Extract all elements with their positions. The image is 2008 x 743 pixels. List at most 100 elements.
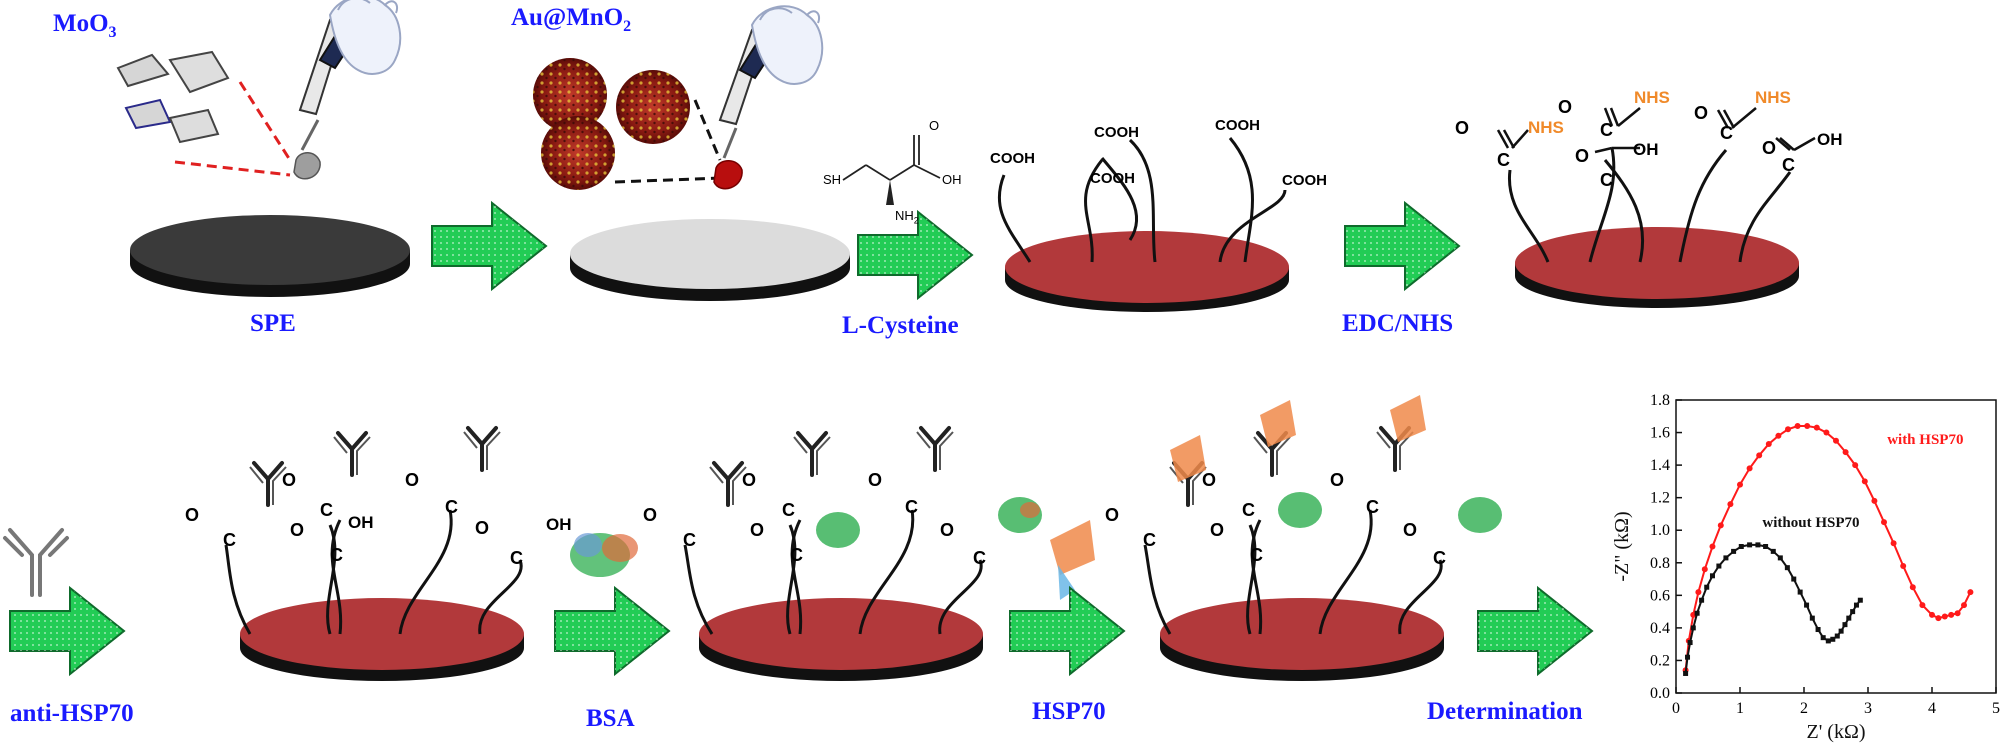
cooh-label-1: COOH (990, 150, 1035, 167)
data-point (1825, 638, 1831, 644)
data-point (1685, 654, 1691, 660)
x-tick-label: 4 (1928, 700, 1936, 717)
electrode-bsa (699, 598, 983, 681)
data-point (1842, 622, 1848, 628)
data-point (1777, 555, 1783, 561)
bsa-o-1: O (643, 505, 658, 525)
bsa-c-5: C (973, 548, 986, 568)
red-dashed-indicator (174, 81, 292, 177)
data-point (1954, 610, 1961, 617)
y-tick-label: 1.0 (1650, 522, 1670, 539)
data-point (1853, 602, 1859, 608)
nhs-c-5: C (1782, 155, 1795, 175)
cooh-label-3: COOH (1090, 170, 1135, 187)
cys-nh2-main: NH (895, 208, 914, 223)
data-point (1775, 432, 1782, 439)
cys-nh2-sub: 2 (913, 215, 919, 226)
data-point (1738, 544, 1744, 549)
label-moo3-sub: 3 (108, 24, 117, 41)
nhs-c-1: C (1497, 150, 1510, 170)
label-l-cysteine: L-Cysteine (842, 312, 959, 339)
data-point (1838, 628, 1844, 634)
data-point (1900, 563, 1907, 570)
legend-without-hsp70: without HSP70 (1762, 515, 1859, 531)
ab-o-3: O (290, 520, 305, 540)
data-point (1929, 611, 1935, 618)
l-cysteine-structure (842, 135, 941, 205)
data-point (1791, 576, 1797, 582)
data-point (1746, 465, 1753, 472)
plot-series (1682, 423, 1974, 676)
label-determination: Determination (1427, 698, 1583, 725)
electrode-antibody (240, 598, 524, 681)
data-point (1747, 542, 1753, 548)
data-point (1755, 542, 1761, 548)
data-point (1794, 423, 1801, 430)
series-1 (1683, 542, 1863, 676)
hsp-o-5: O (1403, 520, 1418, 540)
data-point (1935, 615, 1942, 622)
data-point (1834, 633, 1840, 639)
hsp-c-1: C (1143, 530, 1156, 550)
arrow-1 (431, 200, 548, 292)
pipette-1 (293, 0, 402, 180)
hsp-o-1: O (1105, 505, 1120, 525)
antibody-chains (224, 509, 523, 635)
data-point (1909, 584, 1916, 591)
electrode-cysteine (1005, 231, 1289, 312)
data-point (1941, 613, 1948, 620)
moo3-sheets (116, 50, 230, 144)
data-point (1683, 670, 1689, 676)
pipette-2 (713, 5, 824, 190)
hsp-c-4: C (1366, 497, 1379, 517)
cooh-label-4: COOH (1215, 117, 1260, 134)
ab-c-1: C (223, 530, 236, 550)
data-point (1830, 636, 1836, 642)
y-tick-label: 1.4 (1650, 457, 1670, 474)
y-tick-label: 0.8 (1650, 555, 1670, 572)
data-point (1948, 611, 1955, 618)
electrode-modified-grey (570, 219, 850, 301)
ab-c-4: C (445, 497, 458, 517)
data-point (1861, 478, 1868, 485)
data-point (1765, 440, 1772, 447)
data-point (1871, 497, 1878, 504)
data-point (1852, 462, 1859, 469)
data-point (1785, 426, 1791, 433)
data-point (1804, 423, 1811, 430)
x-tick-label: 1 (1736, 700, 1744, 717)
data-point (1687, 640, 1693, 646)
y-tick-label: 1.8 (1650, 392, 1670, 409)
free-antibody (3, 528, 69, 597)
nhs-o-4: O (1694, 103, 1709, 123)
y-tick-label: 0.6 (1650, 587, 1670, 604)
hsp70-bound (1170, 395, 1502, 533)
data-point (1804, 602, 1810, 608)
data-point (1770, 548, 1776, 554)
hsp70-free (1050, 520, 1095, 600)
x-tick-label: 3 (1864, 700, 1872, 717)
hsp-o-3: O (1210, 520, 1225, 540)
data-point (1823, 429, 1830, 436)
hsp70-chains (1143, 509, 1443, 635)
cooh-label-5: COOH (1282, 172, 1327, 189)
y-tick-label: 1.6 (1650, 425, 1670, 442)
y-tick-label: 0.4 (1650, 620, 1670, 637)
hsp-c-3: C (1250, 545, 1263, 565)
data-point (1727, 501, 1734, 508)
plot-frame (1675, 399, 1997, 694)
data-point (1716, 563, 1722, 569)
label-spe: SPE (250, 310, 296, 337)
label-moo3: MoO3 (53, 10, 117, 42)
data-point (1709, 573, 1715, 579)
nhs-oh-5: OH (1817, 130, 1843, 149)
data-point (1723, 555, 1729, 561)
nhs-o-3: O (1575, 146, 1590, 166)
nhs-label-1: NHS (1528, 118, 1564, 137)
nhs-oh-2: OH (1633, 140, 1659, 159)
bsa-chains (683, 509, 983, 635)
data-point (1967, 589, 1974, 596)
bsa-antibodies (708, 426, 955, 507)
